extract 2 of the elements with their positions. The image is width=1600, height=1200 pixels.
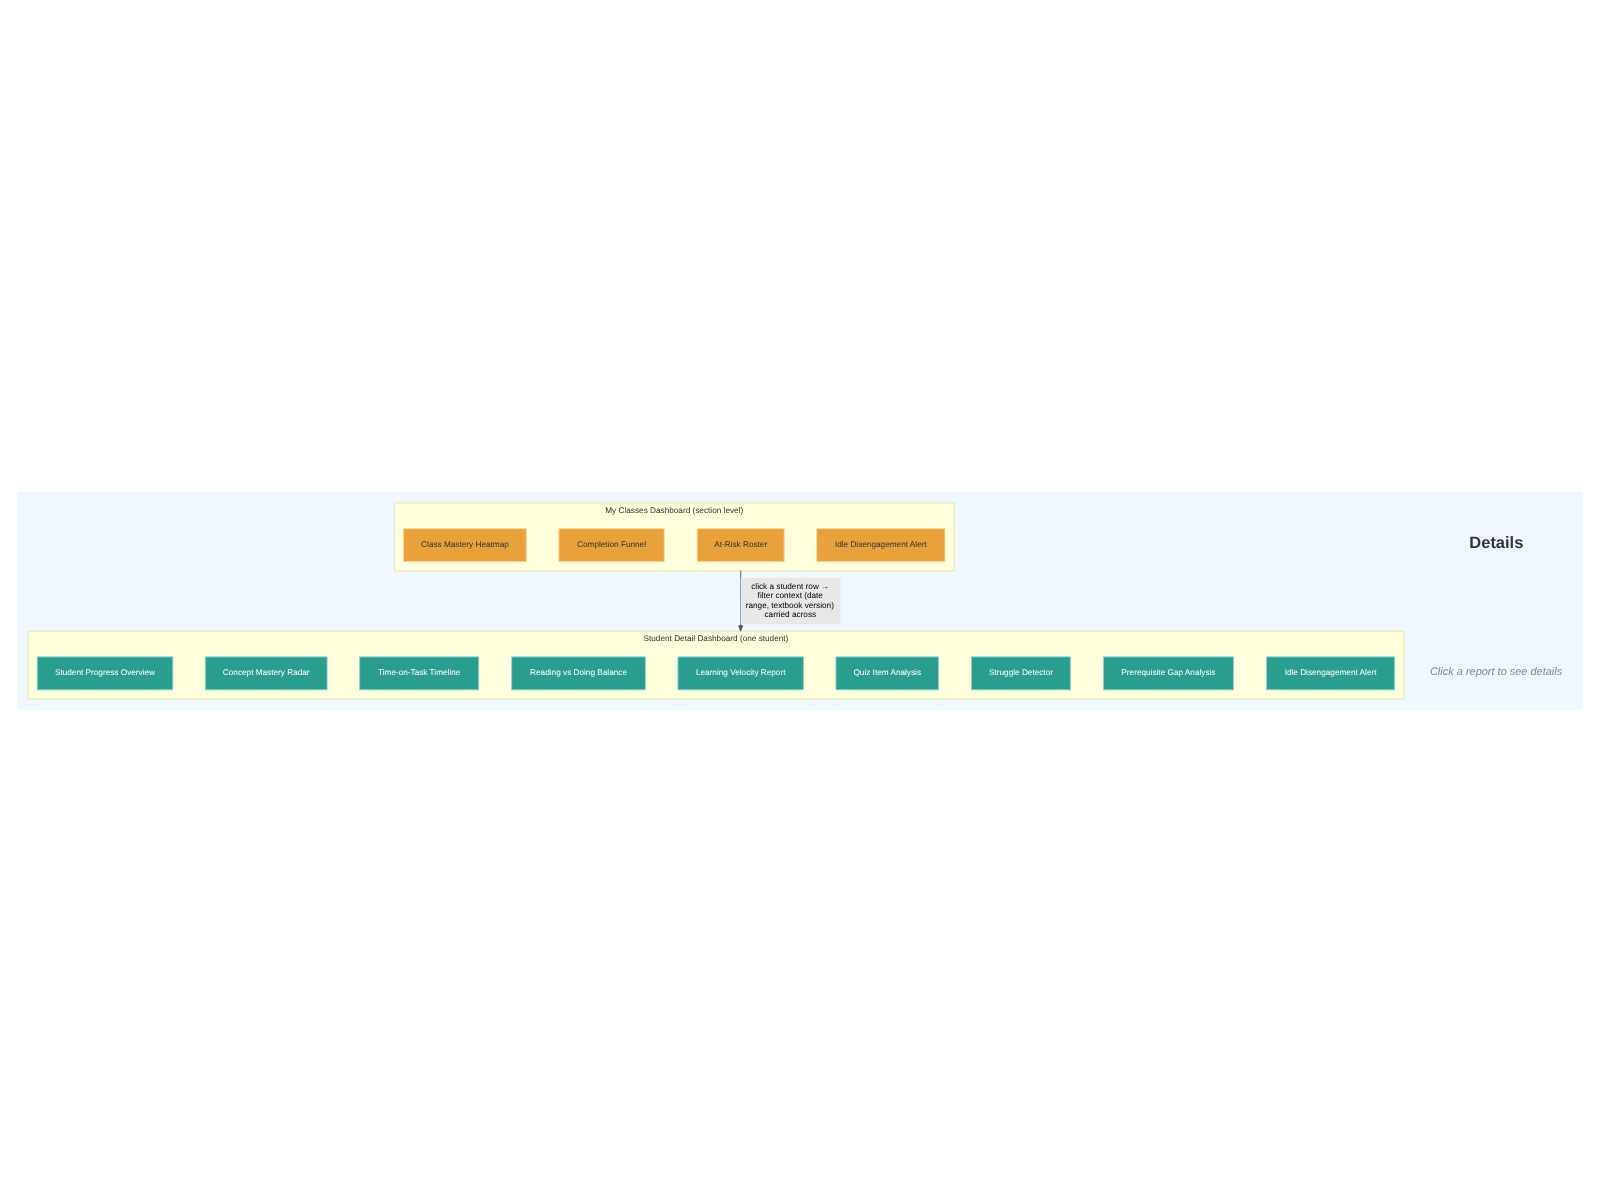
arrow	[738, 569, 744, 631]
label: Details	[1469, 533, 1524, 552]
